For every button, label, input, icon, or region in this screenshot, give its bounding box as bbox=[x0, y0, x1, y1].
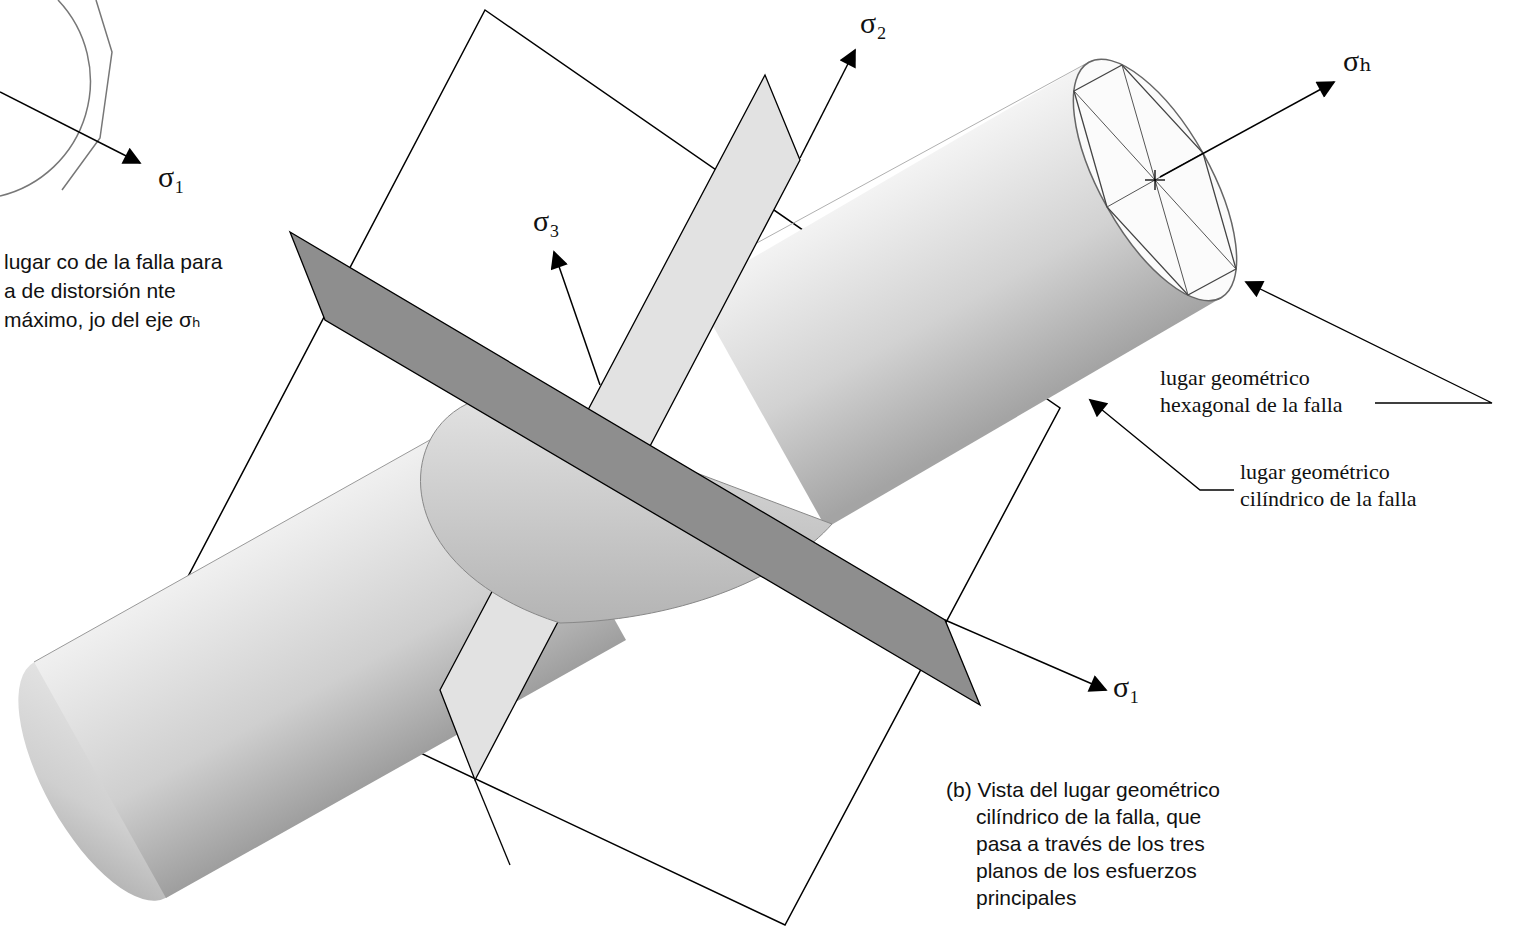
axis-label: σ₃ bbox=[533, 204, 560, 238]
principal-plane bbox=[290, 232, 980, 705]
axis-label: σ₁ bbox=[158, 160, 185, 194]
axis-line bbox=[0, 92, 140, 163]
cylinder-upper bbox=[1074, 91, 1236, 269]
cylinder-upper bbox=[1074, 65, 1236, 295]
axis-line bbox=[800, 50, 855, 158]
cylinder-upper bbox=[694, 35, 1269, 528]
cylinder-upper bbox=[1122, 65, 1188, 295]
cylinder-lower bbox=[34, 404, 494, 662]
axis-line bbox=[554, 252, 600, 385]
partial-figure bbox=[0, 0, 90, 196]
section-curve bbox=[420, 396, 832, 623]
axis-line bbox=[945, 620, 1106, 690]
callout-label: lugar geométrico cilíndrico de la falla bbox=[1240, 458, 1440, 512]
partial-figure bbox=[0, 0, 112, 196]
axis-label: σ₁ bbox=[1113, 670, 1140, 704]
axis-label: σ₂ bbox=[860, 6, 887, 40]
callout-label: lugar geométrico hexagonal de la falla bbox=[1160, 364, 1360, 418]
cylinder-upper bbox=[1154, 170, 1155, 190]
figure-caption: (b) Vista del lugar geométrico cilíndric… bbox=[946, 776, 1238, 911]
partial-figure bbox=[62, 0, 112, 190]
note-text: lugar co de la falla para a de distorsió… bbox=[4, 247, 236, 334]
axis-label: σₕ bbox=[1343, 44, 1372, 78]
plane-edge bbox=[475, 780, 510, 865]
cylinder-upper bbox=[1041, 35, 1269, 324]
axis-line bbox=[1160, 82, 1334, 177]
